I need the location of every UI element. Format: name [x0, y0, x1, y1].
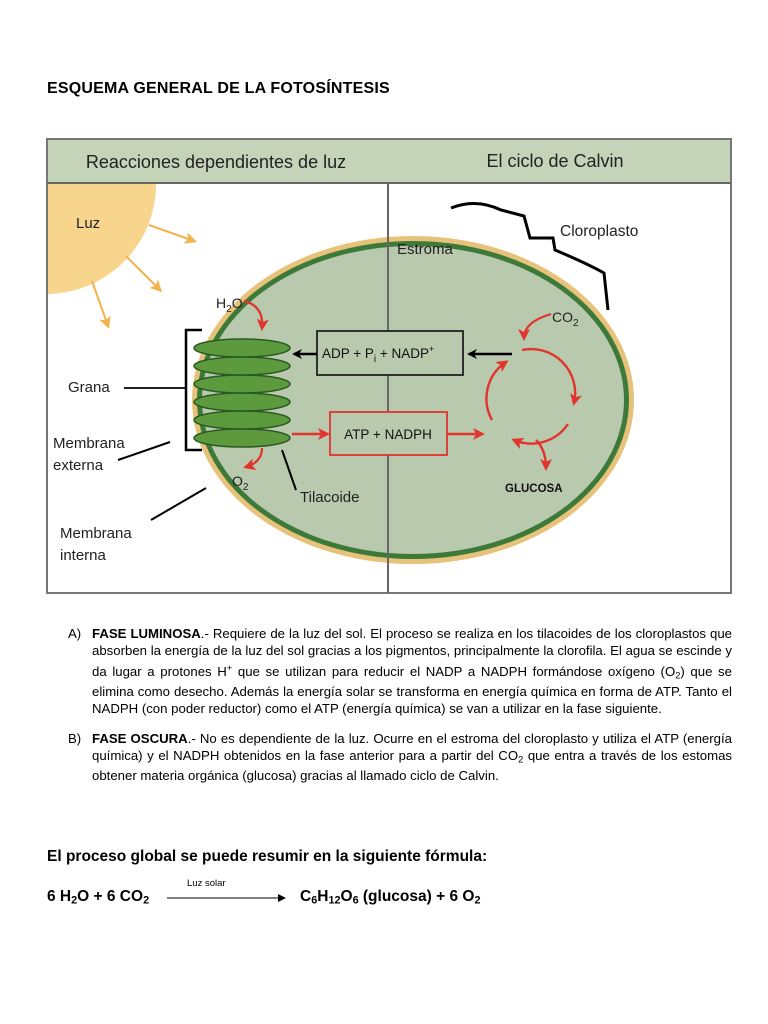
atp-box-label: ATP + NADPH: [344, 427, 432, 442]
diagram-canvas: Reacciones dependientes de luz El ciclo …: [46, 138, 732, 594]
phase-text: que se utilizan para reducir el NADP a N…: [232, 663, 676, 679]
adp-box-label: ADP + Pi + NADP+: [322, 344, 434, 365]
grana-label: Grana: [68, 379, 110, 396]
formula-arrow: [167, 894, 286, 902]
phase-marker: B): [68, 731, 82, 747]
formula-intro: El proceso global se puede resumir en la…: [47, 848, 488, 865]
phase-heading: FASE LUMINOSA: [92, 626, 201, 641]
phase-text: .- Requiere de la luz del sol. El proces…: [92, 626, 733, 679]
water-label: H2O: [216, 295, 243, 315]
grana-bracket: [184, 328, 202, 452]
sun-shape: [48, 184, 156, 294]
oxygen-label: O2: [232, 473, 249, 493]
chloroplast-pointer-line: [450, 202, 610, 311]
formula-reactants: 6 H2O + 6 CO2: [47, 888, 150, 907]
inner-membrane-label-line1: Membrana: [60, 525, 132, 542]
inner-membrane-pointer-line: [150, 487, 207, 521]
photosynthesis-diagram: Reacciones dependientes de luz El ciclo …: [46, 138, 732, 594]
global-formula: Luz solar 6 H2O + 6 CO2 C6H12O6 (glucosa…: [47, 878, 567, 918]
light-ray-arrow: [91, 280, 111, 329]
phase-text-sup: +: [226, 662, 233, 673]
chloroplast-label: Cloroplasto: [560, 223, 638, 240]
water-input-arrow: [243, 299, 269, 331]
inner-membrane-label-line2: interna: [60, 547, 107, 564]
phase-list: A) FASE LUMINOSA.- Requiere de la luz de…: [68, 626, 732, 785]
outer-membrane-label-line2: externa: [53, 457, 104, 474]
outer-membrane-pointer-line: [117, 441, 171, 461]
glucose-label: GLUCOSA: [505, 483, 563, 495]
phase-text-sub: 2: [518, 754, 524, 765]
light-ray-arrow: [148, 224, 197, 244]
glucose-output-arrow: [535, 439, 552, 471]
stroma-shape: [202, 246, 624, 554]
phase-text: .- No es dependiente de la luz. Ocurre e…: [92, 731, 732, 764]
phase-text: que entra a través de los estomas obtene…: [92, 748, 732, 784]
co2-input-arrow: [518, 312, 552, 341]
grana-stack: [193, 338, 291, 448]
calvin-cycle: [485, 347, 582, 471]
thylakoid-label: Tilacoide: [300, 489, 359, 506]
diagram-header: [48, 140, 730, 183]
light-label: Luz: [76, 215, 100, 232]
stroma-label: Estroma: [397, 241, 454, 258]
outer-membrane-label-line1: Membrana: [53, 435, 125, 452]
phase-marker: A): [68, 626, 82, 641]
co2-label: CO2: [552, 309, 579, 329]
thylakoid-pointer-line: [281, 449, 297, 491]
oxygen-output-arrow: [243, 447, 264, 471]
header-left-label: Reacciones dependientes de luz: [86, 152, 346, 172]
light-ray-arrow: [125, 255, 163, 293]
formula-products: C6H12O6 (glucosa) + 6 O2: [300, 888, 481, 907]
phase-text: ) que se elimina como desecho. Además la…: [92, 663, 732, 716]
phase-item-luminosa: A) FASE LUMINOSA.- Requiere de la luz de…: [68, 626, 732, 717]
phase-text-sub: 2: [675, 669, 681, 680]
document-title: ESQUEMA GENERAL DE LA FOTOSÍNTESIS: [47, 80, 390, 97]
phase-item-oscura: B) FASE OSCURA.- No es dependiente de la…: [68, 731, 732, 785]
formula-arrow-label: Luz solar: [187, 878, 226, 889]
header-right-label: El ciclo de Calvin: [486, 151, 623, 171]
phase-heading: FASE OSCURA: [92, 731, 188, 747]
